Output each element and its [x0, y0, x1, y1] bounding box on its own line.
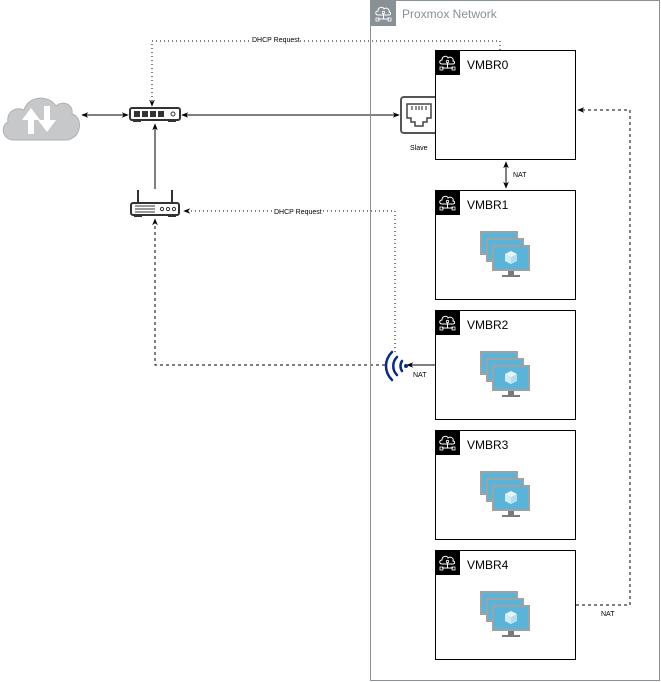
cloud-network-icon: [371, 1, 396, 26]
network-switch-icon: [129, 107, 181, 122]
edge-label-nat-wireless: NAT: [413, 372, 427, 379]
cloud-network-icon: [435, 310, 460, 335]
bridge-title: VMBR2: [467, 318, 509, 332]
virtual-machines-icon: [480, 471, 530, 517]
edge-label-dhcp-top: DHCP Request: [252, 37, 300, 45]
bridge-vmbr0[interactable]: VMBR0: [435, 50, 576, 160]
virtual-machines-icon: [480, 351, 530, 397]
ethernet-port-icon: [400, 96, 438, 134]
edge-dhcp-top: [149, 40, 501, 107]
bridge-title: VMBR1: [467, 198, 509, 212]
bridge-vmbr1[interactable]: VMBR1: [435, 190, 576, 300]
edge-label-dhcp-router: DHCP Request: [274, 209, 322, 217]
cloud-network-icon: [435, 550, 460, 575]
bridge-title: VMBR0: [467, 58, 509, 72]
bridge-vmbr4[interactable]: VMBR4: [435, 550, 576, 660]
virtual-machines-icon: [480, 231, 530, 277]
virtual-machines-icon: [480, 591, 530, 637]
cloud-network-icon: [435, 430, 460, 455]
bridge-title: VMBR4: [467, 558, 509, 572]
edge-wireless-router: [152, 218, 385, 366]
edge-dhcp-router: [183, 208, 396, 352]
wireless-router-icon: [130, 190, 180, 217]
edge-vmbr4-vmbr0: [576, 107, 631, 606]
group-title: Proxmox Network: [402, 7, 497, 21]
bridge-vmbr3[interactable]: VMBR3: [435, 430, 576, 540]
bridge-vmbr2[interactable]: VMBR2: [435, 310, 576, 420]
proxmox-network-group: Proxmox Network: [370, 0, 660, 681]
ethernet-port-label: Slave: [410, 145, 428, 152]
cloud-network-icon: [435, 190, 460, 215]
edge-label-nat-vmbr4: NAT: [601, 611, 615, 618]
bridge-title: VMBR3: [467, 438, 509, 452]
edge-label-nat-vmbr0-vmbr1: NAT: [513, 172, 527, 179]
wireless-signal-icon: [384, 350, 408, 382]
internet-cloud-icon: [2, 97, 80, 141]
cloud-network-icon: [435, 50, 460, 75]
